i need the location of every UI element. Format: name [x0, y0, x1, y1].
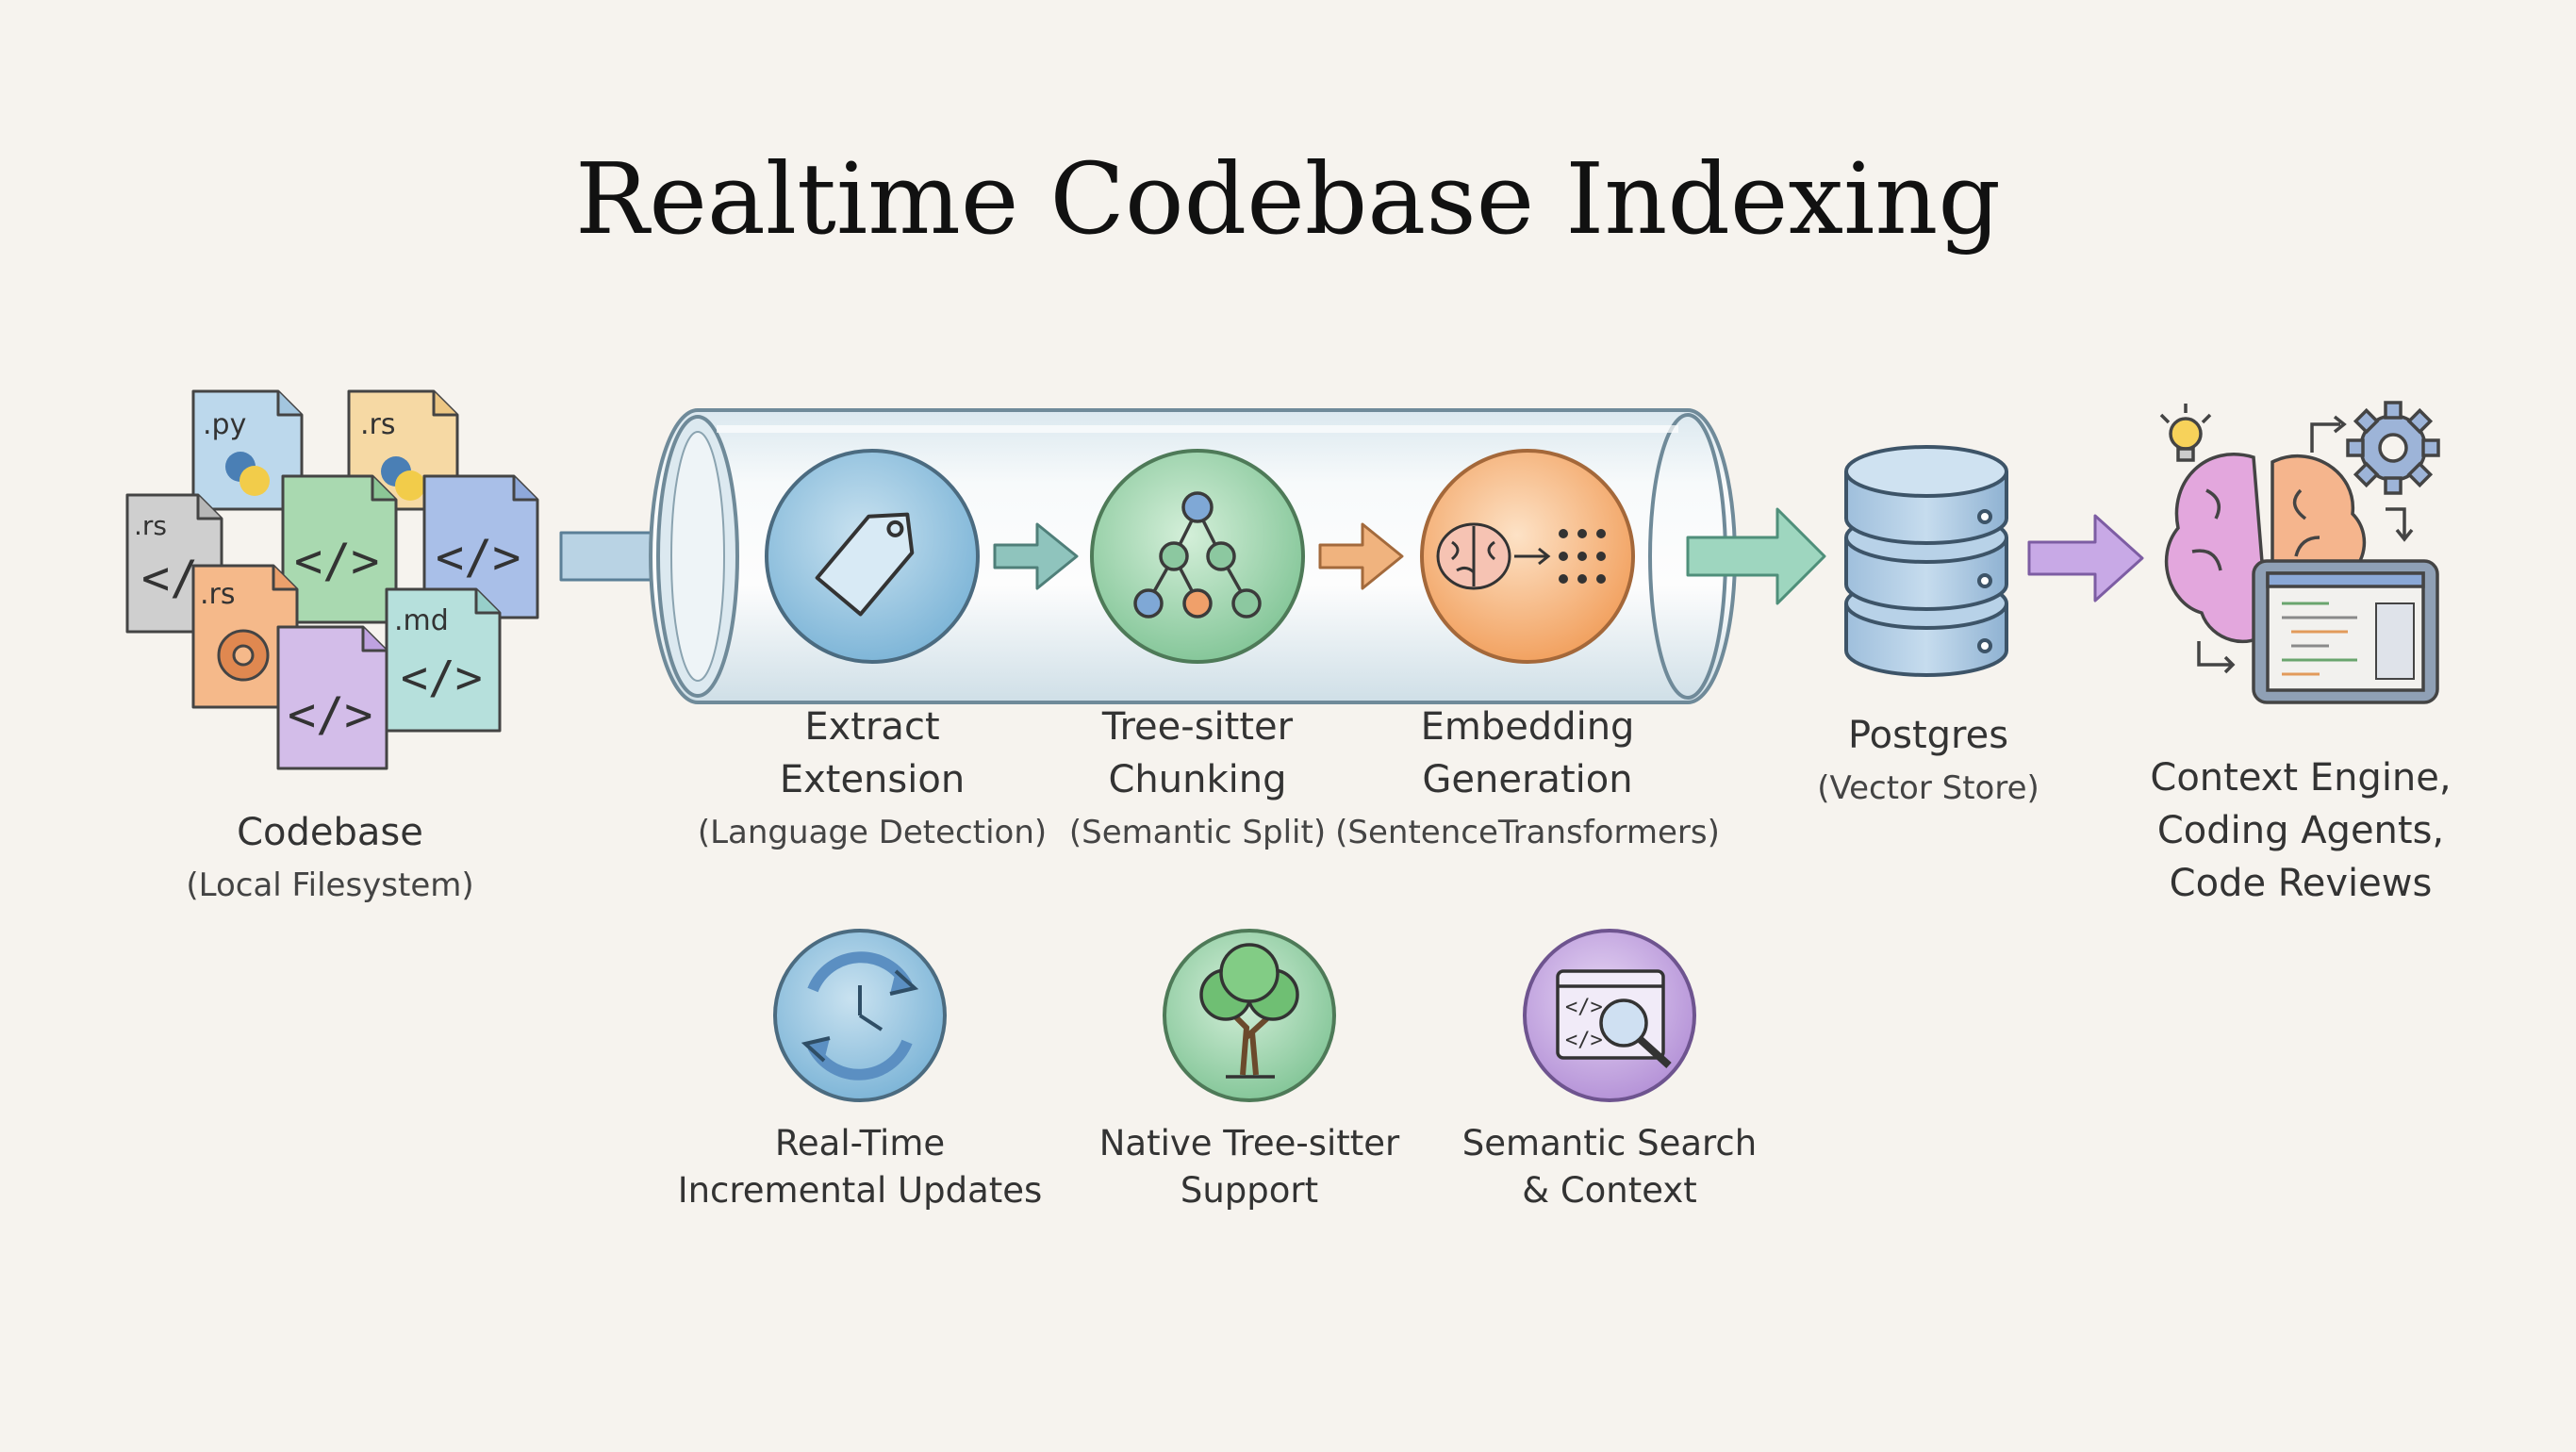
svg-text:</>: </> [288, 687, 372, 742]
feature-line2: Support [1180, 1170, 1319, 1211]
gear-icon [2346, 401, 2440, 495]
file-rs-gear-icon: .rs [191, 564, 299, 709]
arrow-icon [993, 522, 1079, 590]
arrow-icon [1318, 522, 1404, 590]
file-tag: .rs [200, 578, 236, 611]
file-tag: .md [394, 604, 449, 637]
feature-line2: Incremental Updates [677, 1170, 1043, 1211]
consumers-label: Context Engine, Coding Agents, Code Revi… [2122, 751, 2480, 910]
brain-to-vector-icon [1436, 522, 1606, 590]
file-code-blue-icon: </> [422, 474, 539, 619]
postgres-label: Postgres (Vector Store) [1773, 709, 2084, 815]
lightbulb-icon [2159, 404, 2212, 462]
tree-icon [1199, 943, 1299, 1079]
codebase-detail: (Local Filesystem) [186, 866, 474, 904]
feature-line1: Real-Time [774, 1123, 946, 1163]
file-md-icon: .md </> [385, 587, 502, 733]
stage-detail: (SentenceTransformers) [1335, 814, 1720, 851]
svg-text:</>: </> [294, 534, 379, 588]
stage-embedding-label: Embedding Generation (SentenceTransforme… [1320, 701, 1735, 859]
feature-line1: Native Tree-sitter [1098, 1123, 1400, 1163]
svg-text:</>: </> [1565, 996, 1603, 1019]
stage-embedding-icon [1420, 449, 1635, 664]
store-detail: (Vector Store) [1817, 769, 2039, 807]
tree-graph-icon [1133, 491, 1262, 619]
stage-detail: (Semantic Split) [1068, 814, 1327, 851]
arrow-icon [1686, 507, 1826, 605]
database-icon [1844, 445, 2008, 677]
file-code-green-icon: </> [281, 474, 398, 624]
feature-realtime-icon [773, 929, 947, 1102]
svg-text:</>: </> [401, 652, 483, 704]
stage-chunking-label: Tree-sitter Chunking (Semantic Split) [1009, 701, 1386, 859]
svg-text:</: </ [141, 551, 198, 605]
stage-name-line1: Embedding [1420, 705, 1635, 749]
stage-detail: (Language Detection) [697, 814, 1048, 851]
feature-native-treesitter-icon [1163, 929, 1336, 1102]
stage-name-line1: Tree-sitter [1101, 705, 1294, 749]
store-name: Postgres [1847, 714, 2009, 757]
feature-semantic-search-icon: </> </> [1523, 929, 1696, 1102]
file-code-purple-icon: </> [276, 625, 388, 770]
consumer-line2: Coding Agents, [2156, 809, 2445, 852]
stage-name-line2: Extension [779, 758, 966, 801]
codebase-label: Codebase (Local Filesystem) [141, 806, 519, 912]
feature-semantic-search-label: Semantic Search & Context [1421, 1120, 1798, 1214]
feature-native-treesitter-label: Native Tree-sitter Support [1061, 1120, 1438, 1214]
page-title: Realtime Codebase Indexing [575, 141, 2001, 256]
consumer-line1: Context Engine, [2150, 756, 2452, 800]
code-search-icon: </> </> [1556, 969, 1672, 1068]
tag-icon [815, 512, 915, 617]
refresh-clock-icon [801, 951, 919, 1081]
stage-name-line2: Chunking [1108, 758, 1287, 801]
feature-line2: & Context [1522, 1170, 1697, 1211]
file-tag: .rs [360, 408, 396, 441]
flow-arrow-icon [2197, 415, 2414, 674]
file-tag: .rs [134, 510, 167, 541]
svg-text:</>: </> [1565, 1029, 1603, 1052]
stage-chunking-icon [1090, 449, 1305, 664]
codebase-name: Codebase [237, 811, 423, 854]
brain-icon [2164, 453, 2367, 644]
consumer-line3: Code Reviews [2169, 862, 2433, 905]
tablet-icon [2252, 559, 2439, 704]
stage-name-line2: Generation [1422, 758, 1633, 801]
svg-text:</>: </> [436, 530, 520, 585]
codebase-files-icon: .py .rs .rs </ </> </> [125, 389, 539, 770]
stage-extract-icon [765, 449, 980, 664]
stage-extract-label: Extract Extension (Language Detection) [684, 701, 1061, 859]
file-tag: .py [203, 408, 246, 441]
feature-realtime-label: Real-Time Incremental Updates [671, 1120, 1049, 1214]
consumers-icon [2159, 401, 2440, 704]
arrow-icon [2027, 514, 2144, 602]
feature-line1: Semantic Search [1461, 1123, 1758, 1163]
stage-name-line1: Extract [804, 705, 940, 749]
file-py-icon: .py [191, 389, 304, 511]
